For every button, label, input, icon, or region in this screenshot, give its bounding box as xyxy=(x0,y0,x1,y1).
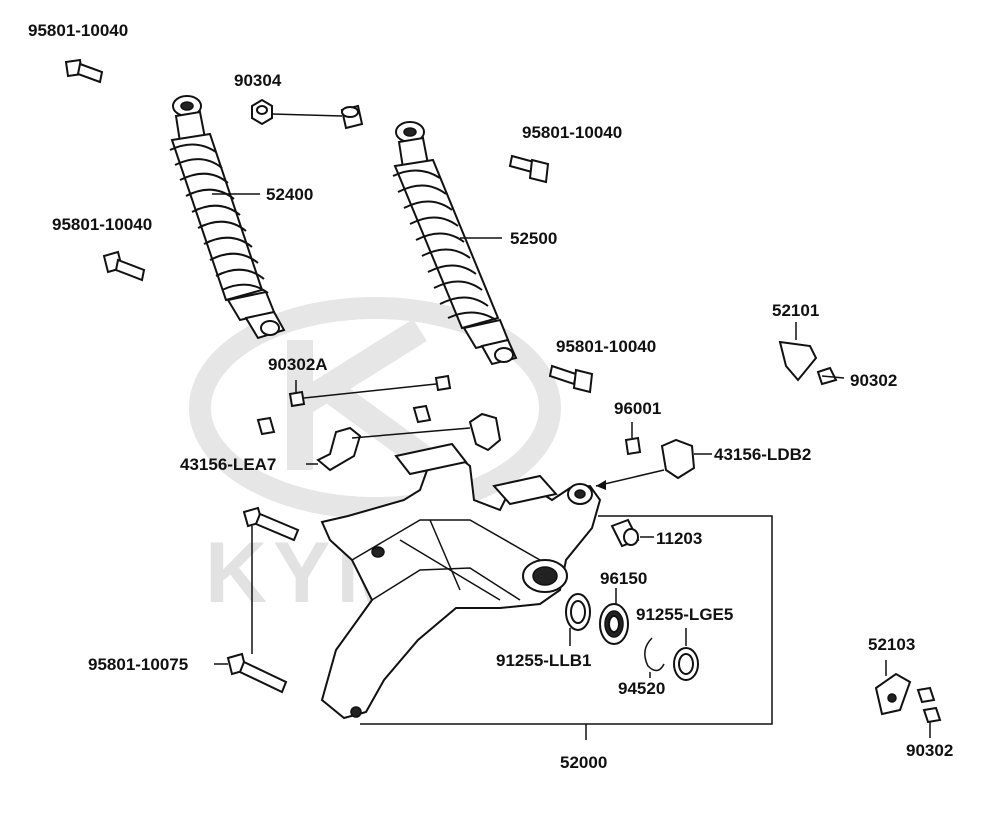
label-bolt-bracket-right: 90302 xyxy=(850,371,897,390)
bolt-upper-right xyxy=(508,154,550,184)
swingarm-52000 xyxy=(320,442,602,720)
bracket-52101 xyxy=(778,322,845,386)
label-bolt-left-mid: 95801-10040 xyxy=(52,215,152,234)
label-swingarm: 52000 xyxy=(560,753,607,772)
label-bracket-right: 52101 xyxy=(772,301,819,320)
label-long-bolt: 95801-10075 xyxy=(88,655,188,674)
label-nut-top: 90304 xyxy=(234,71,282,90)
clamp-43156-ldb2 xyxy=(595,438,712,490)
seal-91255-llb1 xyxy=(565,593,591,646)
label-bolt-center-right: 95801-10040 xyxy=(556,337,656,356)
left-shock-absorber xyxy=(169,95,286,340)
clamp-bolts-90302a xyxy=(256,374,452,436)
clamp-43156-lea7 xyxy=(316,412,502,472)
bolt-top-left xyxy=(64,58,104,84)
label-shock-left: 52400 xyxy=(266,185,313,204)
label-bushing: 11203 xyxy=(656,529,702,548)
label-seal-left: 91255-LLB1 xyxy=(496,651,591,670)
bracket-52103 xyxy=(874,660,942,738)
label-bearing: 96150 xyxy=(600,569,647,588)
long-bolt-top xyxy=(242,506,300,542)
long-bolt-bottom xyxy=(214,526,288,694)
circlip-94520 xyxy=(644,637,665,678)
label-clamp-left: 43156-LEA7 xyxy=(180,455,276,474)
label-bolt-bottom: 90302 xyxy=(906,741,953,760)
bolt-left-mid xyxy=(102,250,146,282)
label-bolt-96001: 96001 xyxy=(614,399,661,418)
swingarm-reference-line xyxy=(360,515,773,725)
seal-91255-lge5 xyxy=(673,628,699,681)
label-clamp-right: 43156-LDB2 xyxy=(714,445,811,464)
bolt-center-right xyxy=(548,364,594,394)
label-circlip: 94520 xyxy=(618,679,665,698)
bushing-11203 xyxy=(610,518,654,548)
label-bracket-bottom: 52103 xyxy=(868,635,915,654)
label-bolt-top-left: 95801-10040 xyxy=(28,21,128,40)
label-seal-right: 91255-LGE5 xyxy=(636,605,733,624)
label-bolt-clamp: 90302A xyxy=(268,355,328,374)
bolt-96001 xyxy=(624,422,642,456)
right-shock-absorber xyxy=(392,121,518,366)
label-shock-right: 52500 xyxy=(510,229,557,248)
label-bolt-upper-right: 95801-10040 xyxy=(522,123,622,142)
bearing-96150 xyxy=(599,588,629,645)
nut-and-spacer-90304 xyxy=(251,98,364,130)
